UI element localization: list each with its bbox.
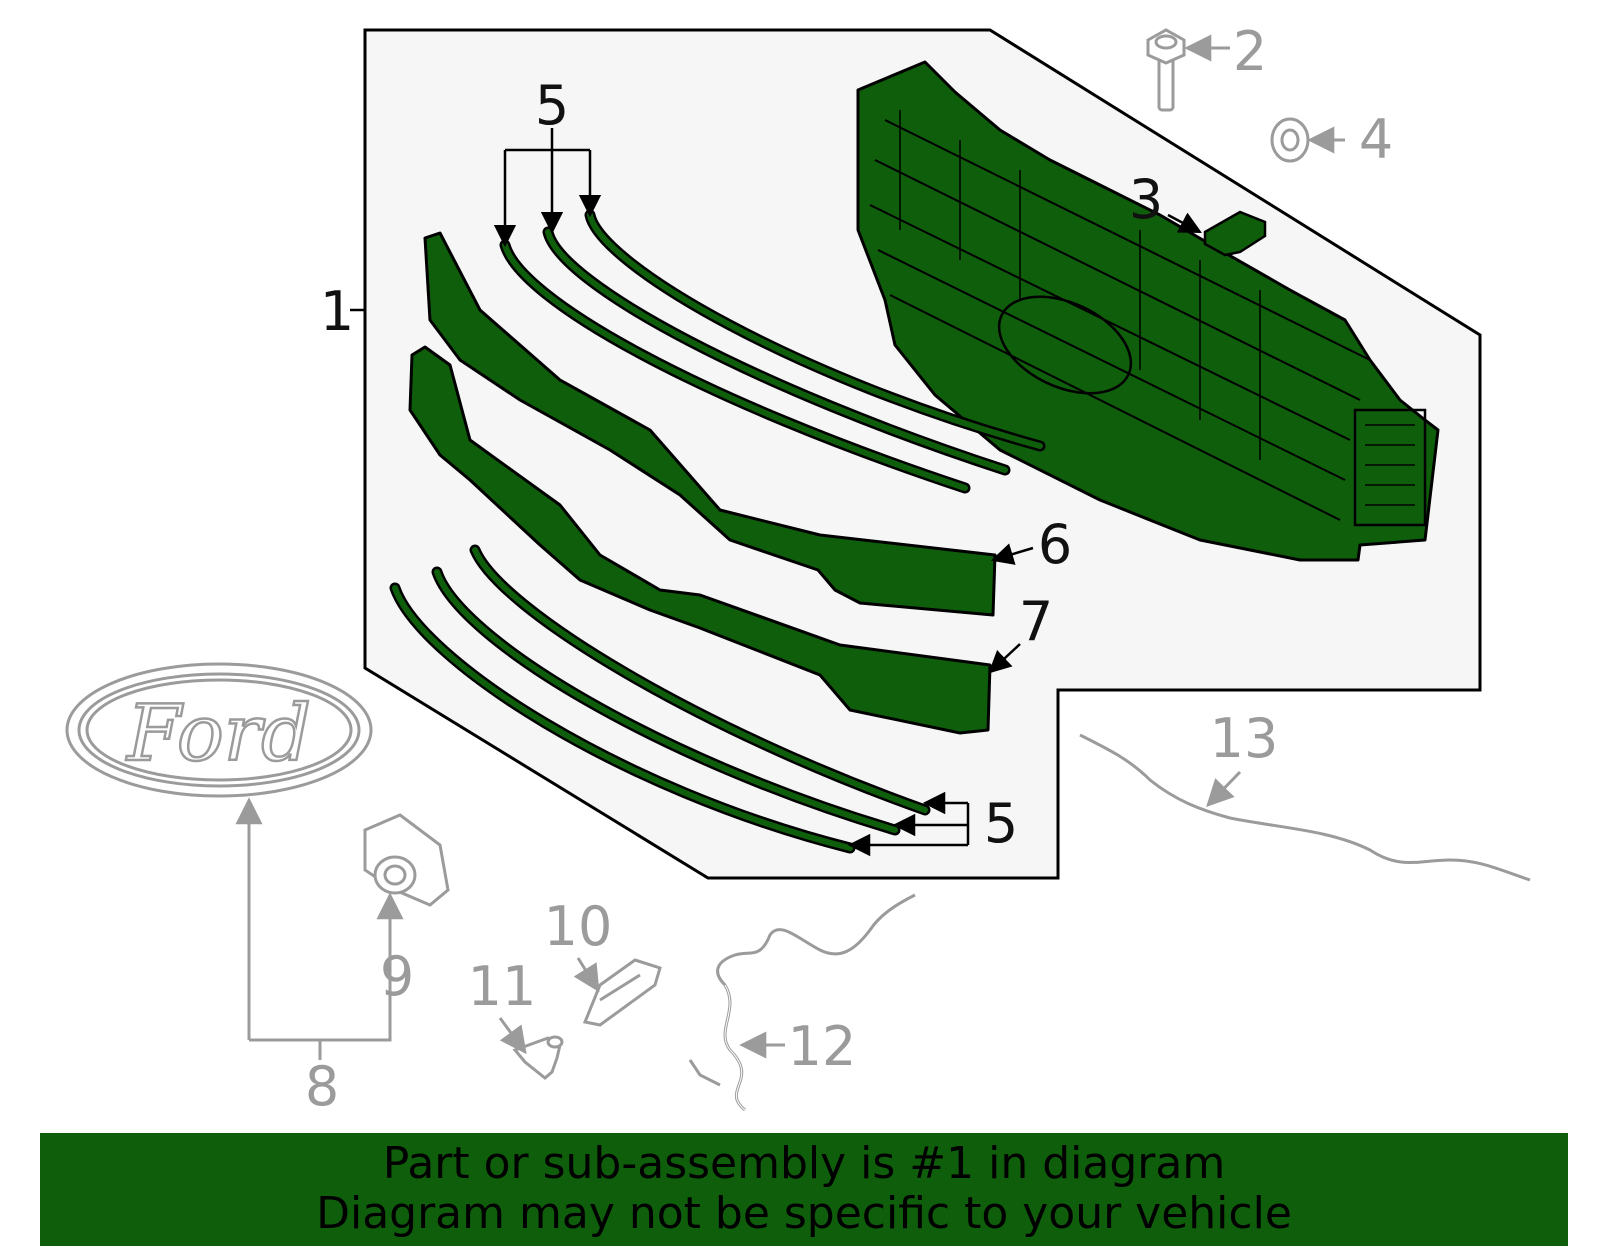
sensor-icon[interactable] bbox=[582, 958, 662, 1027]
callout-6: 6 bbox=[1038, 513, 1072, 576]
banner-line-2: Diagram may not be specific to your vehi… bbox=[316, 1188, 1292, 1239]
ford-emblem-label: Ford bbox=[125, 689, 311, 779]
callout-5-top: 5 bbox=[535, 74, 569, 137]
nut-icon[interactable] bbox=[1270, 117, 1310, 163]
upper-grille-bar[interactable] bbox=[423, 231, 997, 617]
bracket-icon[interactable] bbox=[1203, 210, 1267, 257]
callout-10: 10 bbox=[544, 895, 613, 958]
bolt-icon[interactable] bbox=[1146, 28, 1186, 112]
callout-2: 2 bbox=[1233, 20, 1267, 83]
callout-11: 11 bbox=[468, 955, 537, 1018]
connector-icon[interactable] bbox=[512, 1035, 564, 1080]
gray-leaders bbox=[235, 34, 1345, 1060]
callout-9: 9 bbox=[380, 945, 414, 1008]
callout-13: 13 bbox=[1210, 707, 1279, 770]
camera-icon[interactable] bbox=[363, 813, 450, 907]
callout-12: 12 bbox=[788, 1015, 857, 1078]
lower-grille-bar[interactable] bbox=[408, 345, 992, 735]
info-banner: Part or sub-assembly is #1 in diagram Di… bbox=[40, 1133, 1568, 1246]
callout-5-bottom: 5 bbox=[984, 792, 1018, 855]
banner-line-1: Part or sub-assembly is #1 in diagram bbox=[382, 1138, 1226, 1189]
wire-harness-icon[interactable] bbox=[688, 733, 1531, 1112]
callout-1: 1 bbox=[320, 280, 354, 343]
callout-4: 4 bbox=[1359, 108, 1393, 171]
upper-trim-strips[interactable] bbox=[499, 209, 1046, 494]
callout-8: 8 bbox=[305, 1055, 339, 1118]
callout-7: 7 bbox=[1019, 590, 1053, 653]
black-leaders bbox=[350, 128, 1202, 857]
lower-trim-strips[interactable] bbox=[389, 544, 931, 854]
ford-emblem-icon[interactable] bbox=[65, 662, 373, 798]
callout-3: 3 bbox=[1129, 168, 1163, 231]
